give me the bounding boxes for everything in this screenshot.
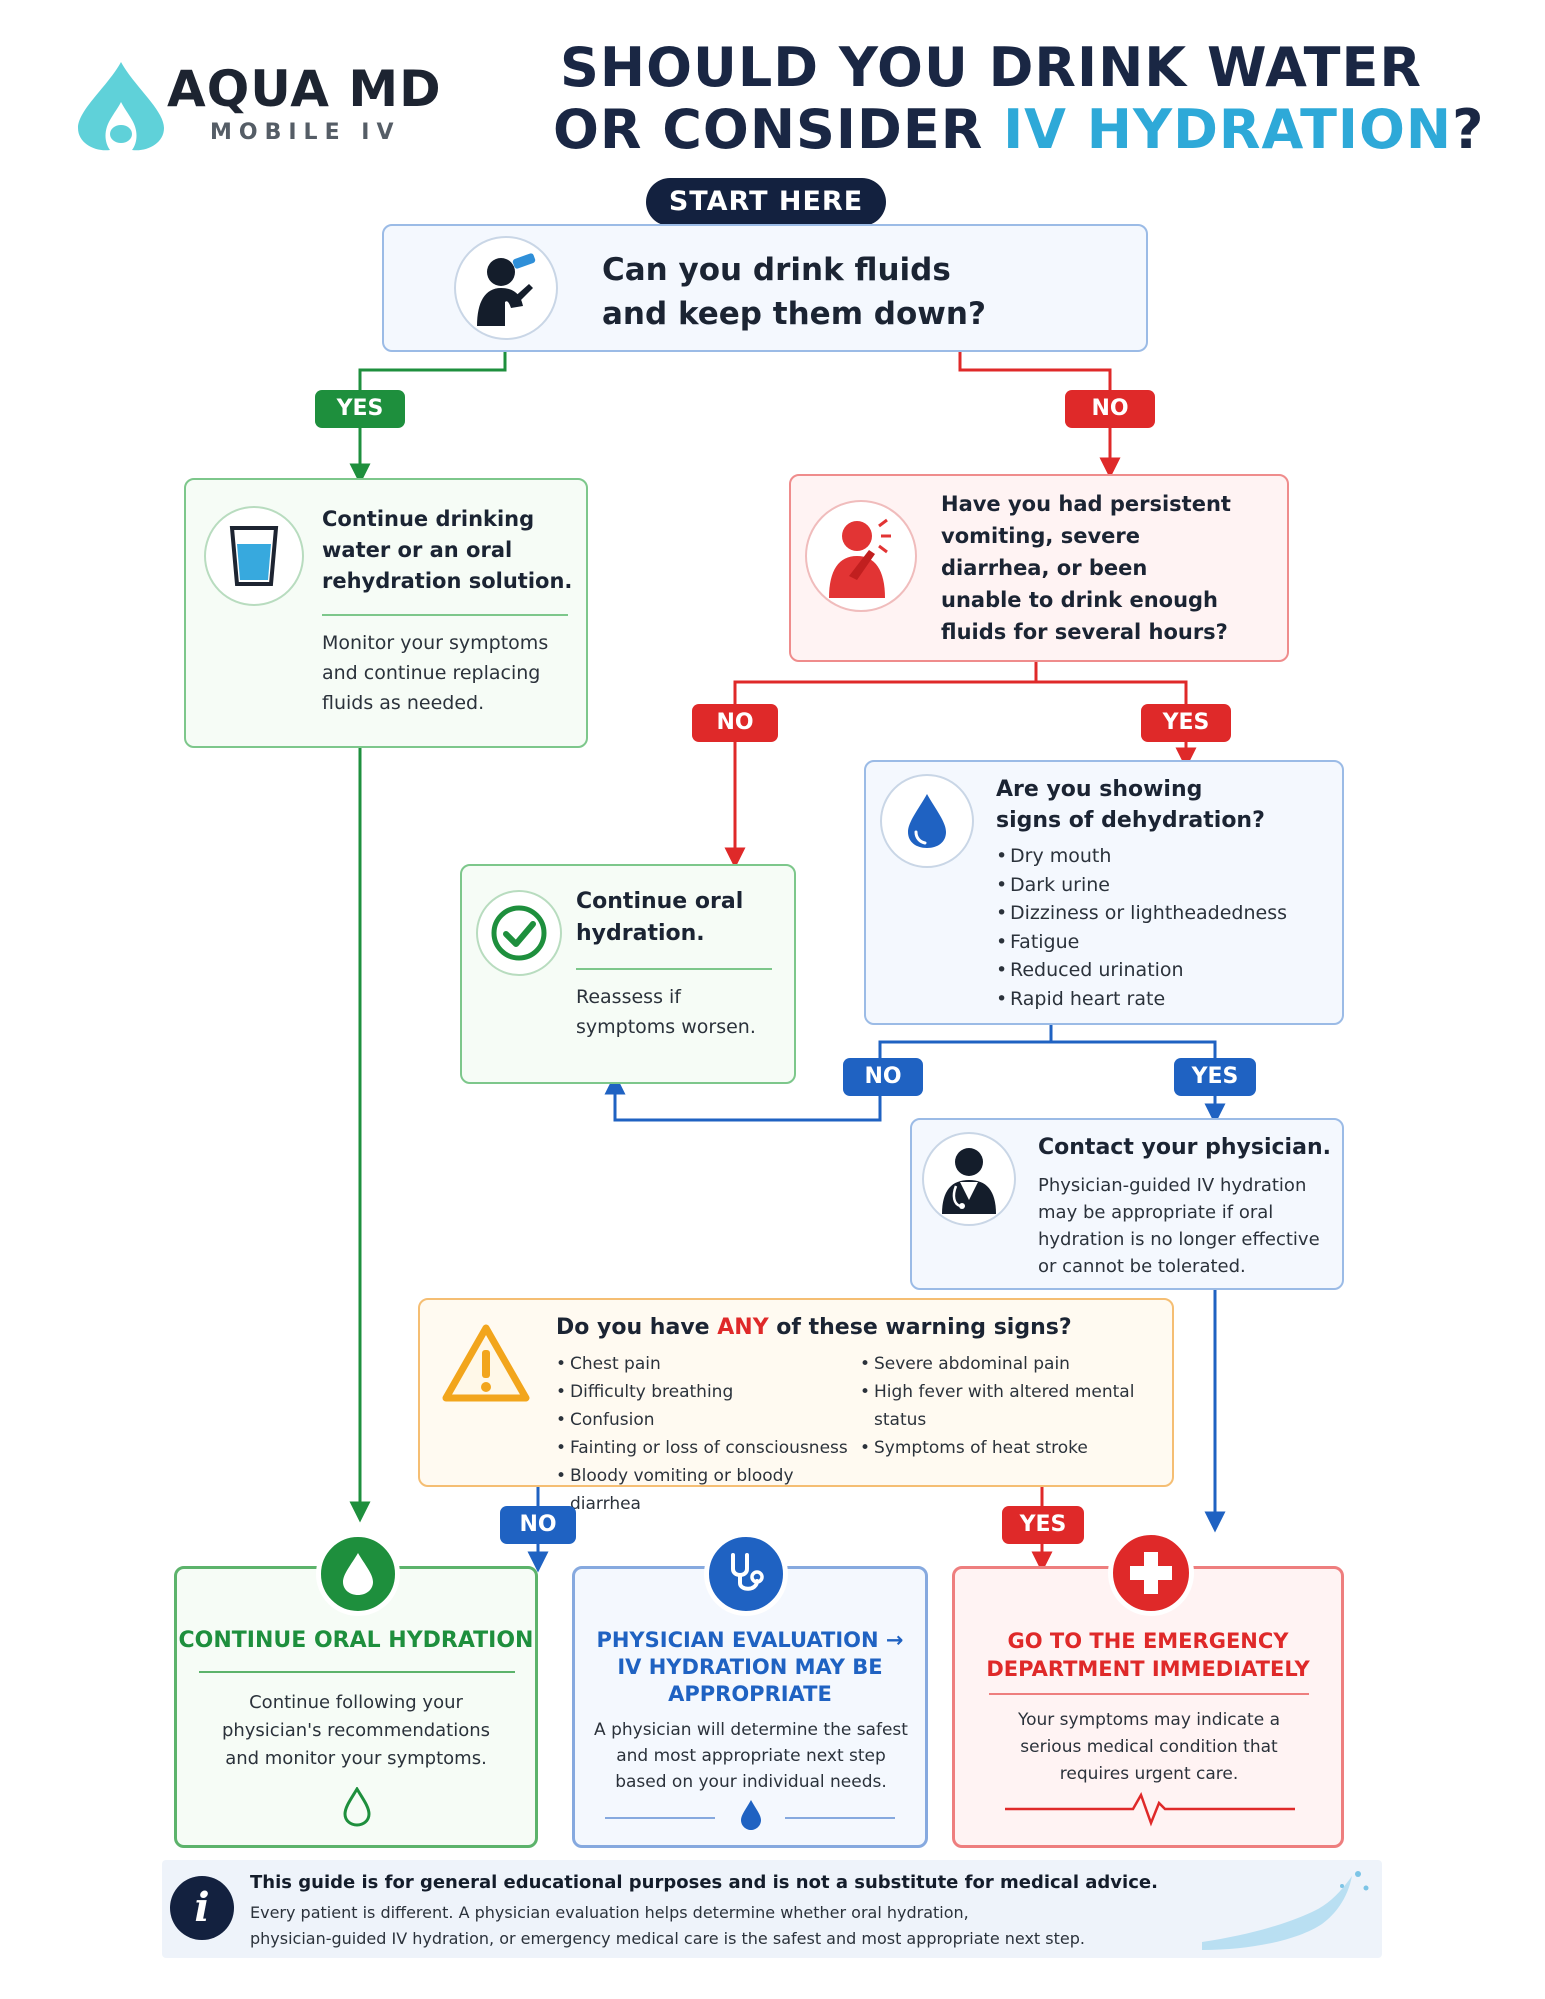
outcome-oral-badge xyxy=(316,1532,400,1616)
physician-card-title: Contact your physician. xyxy=(1038,1135,1331,1160)
dehydration-sign: Rapid heart rate xyxy=(996,985,1336,1014)
drinking-person-icon xyxy=(454,236,558,340)
page-title-line1: SHOULD YOU DRINK WATER xyxy=(560,36,1422,99)
warning-title-prefix: Do you have xyxy=(556,1315,718,1340)
stethoscope-icon xyxy=(731,1553,764,1591)
question-persistent-vomiting: Have you had persistent vomiting, severe… xyxy=(789,474,1289,662)
outcome-physician-line-left xyxy=(605,1817,715,1819)
question-warning-signs: Do you have ANY of these warning signs? … xyxy=(418,1298,1174,1514)
warning-sign: Bloody vomiting or bloody diarrhea xyxy=(556,1462,866,1518)
outcome-oral-title: CONTINUE ORAL HYDRATION xyxy=(178,1628,534,1653)
oral-card-headline: Continue drinking water or an oral rehyd… xyxy=(322,507,573,593)
warning-sign: Chest pain xyxy=(556,1350,866,1378)
page-title-line2: OR CONSIDER IV HYDRATION? xyxy=(553,98,1484,161)
q1-line2: and keep them down? xyxy=(602,296,986,332)
question-drink-fluids: Can you drink fluids and keep them down? xyxy=(382,224,1148,352)
checkmark-icon xyxy=(476,890,562,976)
brand-logo: AQUA MD MOBILE IV xyxy=(72,58,442,158)
continue-card-divider xyxy=(576,968,772,970)
warning-title: Do you have ANY of these warning signs? xyxy=(556,1312,1072,1343)
outcome-oral-body: Continue following your physician's reco… xyxy=(221,1692,491,1769)
warning-list-right: Severe abdominal pain High fever with al… xyxy=(860,1350,1170,1462)
warning-sign: Fainting or loss of consciousness xyxy=(556,1434,866,1462)
medical-cross-icon xyxy=(1130,1552,1172,1594)
title-accent: IV HYDRATION xyxy=(1003,98,1453,161)
drop-logo-icon xyxy=(78,62,164,151)
start-here-pill: START HERE xyxy=(646,178,886,226)
outcome-emergency-divider xyxy=(989,1693,1309,1695)
outline-drop-icon xyxy=(343,1787,371,1827)
disclaimer-bold: This guide is for general educational pu… xyxy=(250,1872,1158,1893)
outcome-emergency-badge xyxy=(1108,1530,1194,1616)
dehydration-no-tag: NO xyxy=(843,1058,923,1096)
warning-yes-tag: YES xyxy=(1002,1506,1084,1544)
outcome-physician-badge xyxy=(704,1532,788,1616)
warning-triangle-icon xyxy=(442,1324,530,1402)
warning-sign: Confusion xyxy=(556,1406,866,1434)
dehydration-signs-list: Dry mouth Dark urine Dizziness or lighth… xyxy=(996,842,1336,1013)
q2-no-tag: NO xyxy=(692,704,778,742)
outcome-oral-divider xyxy=(199,1671,515,1673)
card-continue-oral: Continue oral hydration. Reassess if sym… xyxy=(460,864,796,1084)
q1-yes-tag: YES xyxy=(315,390,405,428)
dehydration-sign: Dark urine xyxy=(996,871,1336,900)
brand-name: AQUA MD xyxy=(167,60,442,118)
disclaimer-line2: physician-guided IV hydration, or emerge… xyxy=(250,1929,1085,1948)
outcome-emergency-body: Your symptoms may indicate a serious med… xyxy=(1017,1710,1280,1784)
title-suffix: ? xyxy=(1452,98,1485,161)
warning-no-tag: NO xyxy=(500,1506,576,1544)
q1-no-tag: NO xyxy=(1065,390,1155,428)
badge-drop-icon xyxy=(343,1553,373,1595)
card-continue-drinking: Continue drinking water or an oral rehyd… xyxy=(184,478,588,748)
dehydration-yes-tag: YES xyxy=(1174,1058,1256,1096)
brand-subtitle: MOBILE IV xyxy=(210,120,401,145)
dehydration-sign: Dizziness or lightheadedness xyxy=(996,899,1336,928)
connector-q2-split xyxy=(724,662,1038,869)
sick-person-icon xyxy=(805,500,917,612)
dehydration-sign: Reduced urination xyxy=(996,956,1336,985)
outcome-physician-line-right xyxy=(785,1817,895,1819)
warning-title-suffix: of these warning signs? xyxy=(768,1315,1072,1340)
warning-sign: Severe abdominal pain xyxy=(860,1350,1170,1378)
card-contact-physician: Contact your physician. Physician-guided… xyxy=(910,1118,1344,1290)
outcome-physician-body: A physician will determine the safest an… xyxy=(594,1720,908,1792)
outcome-emergency-title: GO TO THE EMERGENCY DEPARTMENT IMMEDIATE… xyxy=(986,1629,1310,1681)
q2-text: Have you had persistent vomiting, severe… xyxy=(941,492,1231,644)
oral-card-divider xyxy=(322,614,568,616)
outcome-physician-title: PHYSICIAN EVALUATION → IV HYDRATION MAY … xyxy=(596,1628,904,1706)
doctor-icon xyxy=(922,1132,1016,1226)
warning-sign: High fever with altered mental status xyxy=(860,1378,1170,1434)
oral-card-body: Monitor your symptoms and continue repla… xyxy=(322,632,549,714)
dehydration-sign: Fatigue xyxy=(996,928,1336,957)
water-drop-icon xyxy=(880,774,974,868)
warning-sign: Symptoms of heat stroke xyxy=(860,1434,1170,1462)
physician-card-body: Physician-guided IV hydration may be app… xyxy=(1038,1175,1320,1277)
title-prefix: OR CONSIDER xyxy=(553,98,1004,161)
dehydration-sign: Dry mouth xyxy=(996,842,1336,871)
q1-line1: Can you drink fluids xyxy=(602,252,951,288)
q2-yes-tag: YES xyxy=(1141,704,1231,742)
warning-title-accent: ANY xyxy=(717,1315,769,1340)
info-icon: i xyxy=(170,1876,234,1940)
disclaimer-line1: Every patient is different. A physician … xyxy=(250,1903,969,1922)
continue-card-body: Reassess if symptoms worsen. xyxy=(576,986,756,1038)
continue-card-headline: Continue oral hydration. xyxy=(576,889,744,946)
water-glass-icon xyxy=(204,506,304,606)
dehydration-title: Are you showing signs of dehydration? xyxy=(996,777,1265,833)
warning-sign: Difficulty breathing xyxy=(556,1378,866,1406)
small-drop-icon xyxy=(741,1800,761,1830)
heartbeat-icon xyxy=(1005,1792,1295,1827)
warning-list-left: Chest pain Difficulty breathing Confusio… xyxy=(556,1350,866,1518)
question-dehydration-signs: Are you showing signs of dehydration? Dr… xyxy=(864,760,1344,1025)
disclaimer-footer: i This guide is for general educational … xyxy=(162,1860,1382,1958)
water-splash-icon xyxy=(1202,1871,1369,1950)
